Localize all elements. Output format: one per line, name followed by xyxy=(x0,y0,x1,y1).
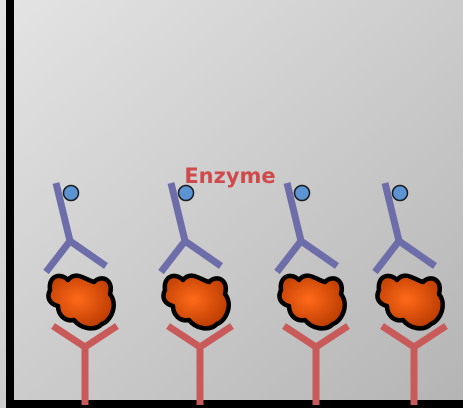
capture-antibody xyxy=(51,323,119,405)
capture-antibody-right-arm xyxy=(83,323,119,350)
complex-2 xyxy=(158,182,234,405)
capture-antibody-left-arm xyxy=(166,323,202,350)
capture-antibody-right-arm xyxy=(198,323,234,350)
complex-4 xyxy=(372,182,448,405)
capture-antibody-right-arm xyxy=(412,323,448,350)
detection-antibody-left-arm xyxy=(274,238,304,275)
complex-1 xyxy=(43,182,119,405)
antigen xyxy=(46,273,116,331)
detection-antibody-right-arm xyxy=(397,238,437,269)
detection-antibody xyxy=(158,182,223,275)
enzyme-label: Enzyme xyxy=(184,164,275,188)
antigen xyxy=(277,273,347,331)
detection-antibody-stem xyxy=(167,182,189,242)
enzyme-dot xyxy=(293,184,311,202)
complexes-group xyxy=(43,182,448,405)
detection-antibody xyxy=(43,182,108,275)
capture-antibody xyxy=(380,323,448,405)
enzyme-dot xyxy=(177,184,195,202)
detection-antibody-left-arm xyxy=(158,238,188,275)
antigen xyxy=(375,273,445,331)
antigen xyxy=(161,273,231,331)
detection-antibody-right-arm xyxy=(299,238,339,269)
enzyme-dot xyxy=(391,184,409,202)
well-left-wall xyxy=(6,0,14,408)
capture-antibody-left-arm xyxy=(51,323,87,350)
detection-antibody-stem xyxy=(52,182,74,242)
capture-antibody xyxy=(282,323,350,405)
enzyme-dot xyxy=(62,184,80,202)
detection-antibody-left-arm xyxy=(372,238,402,275)
capture-antibody xyxy=(166,323,234,405)
detection-antibody-stem xyxy=(283,182,305,242)
detection-antibody xyxy=(274,182,339,275)
well-floor xyxy=(6,400,463,408)
detection-antibody xyxy=(372,182,437,275)
complex-3 xyxy=(274,182,350,405)
capture-antibody-right-arm xyxy=(314,323,350,350)
detection-antibody-stem xyxy=(381,182,403,242)
capture-antibody-left-arm xyxy=(282,323,318,350)
detection-antibody-right-arm xyxy=(68,238,108,269)
detection-antibody-right-arm xyxy=(183,238,223,269)
detection-antibody-left-arm xyxy=(43,238,73,275)
capture-antibody-left-arm xyxy=(380,323,416,350)
